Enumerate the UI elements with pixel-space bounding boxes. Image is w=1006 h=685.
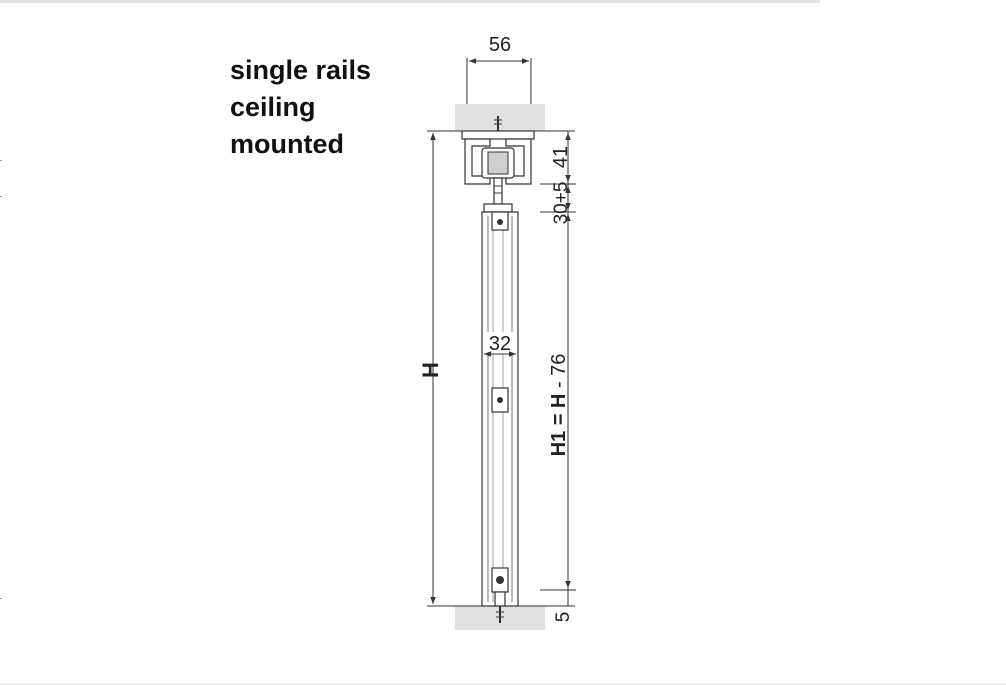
total-height-label: H — [418, 362, 443, 378]
bottom-edge-strip — [0, 683, 1006, 685]
panel-height-label: H1 = H - 76 — [548, 354, 570, 457]
heading-line-3: mounted — [230, 129, 344, 159]
right-dimension-chain — [540, 131, 576, 606]
heading-line-2: ceiling — [230, 92, 316, 122]
edge-mark — [0, 196, 2, 197]
top-edge-strip — [0, 0, 820, 3]
door-panel — [481, 211, 519, 607]
heading-line-1: single rails — [230, 55, 372, 85]
floor-gap-label: 5 — [553, 612, 574, 623]
ceiling-slab — [455, 104, 545, 131]
diagram-heading: single rails ceiling mounted — [230, 52, 371, 163]
panel-width-dimension: 32 — [484, 332, 516, 357]
gap-label: 30+5 — [551, 182, 572, 225]
panel-width-label: 32 — [489, 333, 511, 355]
total-height-dimension: H — [418, 133, 443, 604]
rail-height-label: 41 — [550, 146, 572, 168]
rail-width-dimension: 56 — [466, 34, 532, 104]
edge-mark — [0, 598, 2, 599]
edge-mark — [0, 160, 2, 161]
rail-width-label: 56 — [489, 34, 511, 56]
floor-guide-pin — [494, 591, 506, 623]
rail-profile — [461, 116, 535, 185]
